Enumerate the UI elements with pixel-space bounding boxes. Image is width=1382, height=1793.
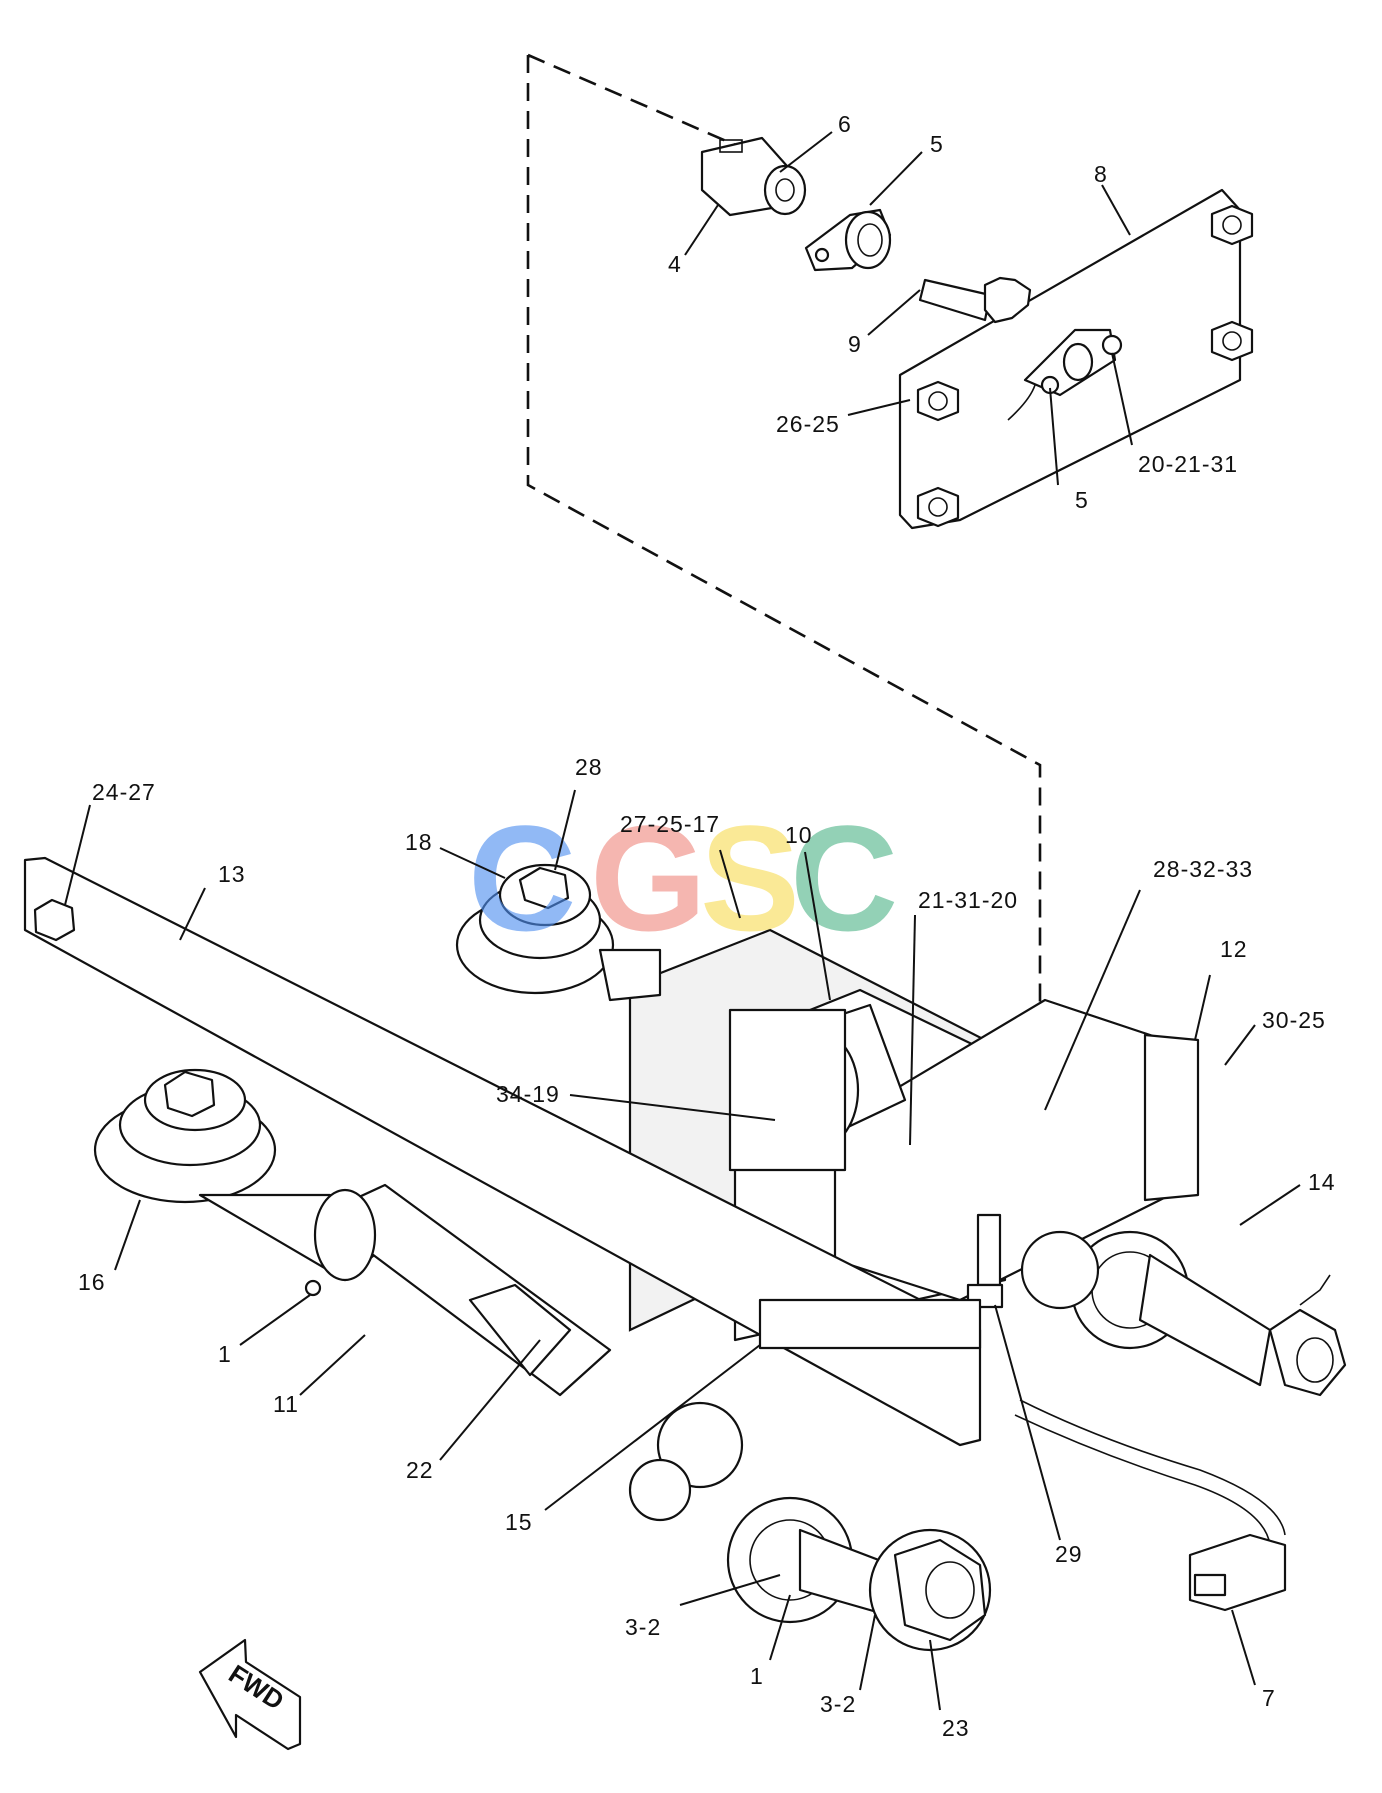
- sensor-pin: [966, 1213, 1004, 1309]
- callout-6: 6: [838, 111, 852, 137]
- callout-3-2-left: 3-2: [625, 1614, 661, 1640]
- callout-12: 12: [1220, 936, 1248, 962]
- watermark-letter-4: C: [790, 794, 898, 962]
- callout-29: 29: [1055, 1541, 1083, 1567]
- watermark: C G S C: [468, 794, 898, 962]
- callout-34-19: 34-19: [496, 1081, 560, 1107]
- nut-left: [916, 380, 960, 422]
- end-bracket-12: [1143, 1033, 1200, 1202]
- watermark-letter-1: C: [468, 794, 576, 962]
- rotary-switch-upper: [804, 208, 892, 272]
- explode-boundary-line: [526, 53, 1042, 1180]
- callout-27-25-17: 27-25-17: [620, 811, 720, 837]
- callout-7: 7: [1262, 1685, 1276, 1711]
- callout-28: 28: [575, 754, 603, 780]
- callout-1-upper: 1: [218, 1341, 232, 1367]
- callout-13: 13: [218, 861, 246, 887]
- output-shaft-right: [1138, 1253, 1347, 1397]
- main-assembly: [23, 856, 1347, 1652]
- callout-8: 8: [1094, 161, 1108, 187]
- coupling-sleeve: [700, 136, 807, 217]
- callout-21-31-20: 21-31-20: [918, 887, 1018, 913]
- output-shaft-front: [798, 1528, 992, 1652]
- link-bar-end-bolt: [33, 898, 76, 942]
- forward-direction-arrow: FWD: [198, 1638, 302, 1751]
- callout-30-25: 30-25: [1262, 1007, 1326, 1033]
- callout-1-lower: 1: [750, 1663, 764, 1689]
- watermark-letter-2: G: [590, 794, 707, 962]
- callout-26-25: 26-25: [776, 411, 840, 437]
- motor: [728, 1003, 907, 1172]
- callout-4: 4: [668, 251, 682, 277]
- callout-labels: 6 5 8 4 9 26-25 5 20-21-31 24-27 28 27-2…: [78, 111, 1336, 1741]
- callout-20-21-31: 20-21-31: [1138, 451, 1238, 477]
- leader-lines: [64, 131, 1301, 1711]
- callout-14: 14: [1308, 1169, 1336, 1195]
- link-bar-panel: [758, 1298, 982, 1350]
- callout-5-lower: 5: [1075, 487, 1089, 513]
- callout-18: 18: [405, 829, 433, 855]
- callout-16: 16: [78, 1269, 106, 1295]
- link-bar: [23, 856, 982, 1447]
- watermark-letter-3: S: [700, 794, 800, 962]
- callout-23: 23: [942, 1715, 970, 1741]
- rod-end-top: [455, 863, 662, 1002]
- nut-mid-right: [1210, 320, 1254, 362]
- wire-connector: [1014, 1399, 1287, 1612]
- callout-9: 9: [848, 331, 862, 357]
- callout-5-upper: 5: [930, 131, 944, 157]
- callout-22: 22: [406, 1457, 434, 1483]
- nut-upper-right: [1210, 204, 1254, 246]
- callout-3-2-bottom: 3-2: [820, 1691, 856, 1717]
- callout-28-32-33: 28-32-33: [1153, 856, 1253, 882]
- rotary-switch-lower: [1023, 328, 1123, 397]
- callout-10: 10: [785, 822, 813, 848]
- switch-plate-group: [700, 136, 1254, 530]
- shaft-with-gear: [918, 276, 1032, 324]
- nut-lower-left: [916, 486, 960, 528]
- callout-11: 11: [273, 1391, 299, 1417]
- callout-24-27: 24-27: [92, 779, 156, 805]
- callout-15: 15: [505, 1509, 533, 1535]
